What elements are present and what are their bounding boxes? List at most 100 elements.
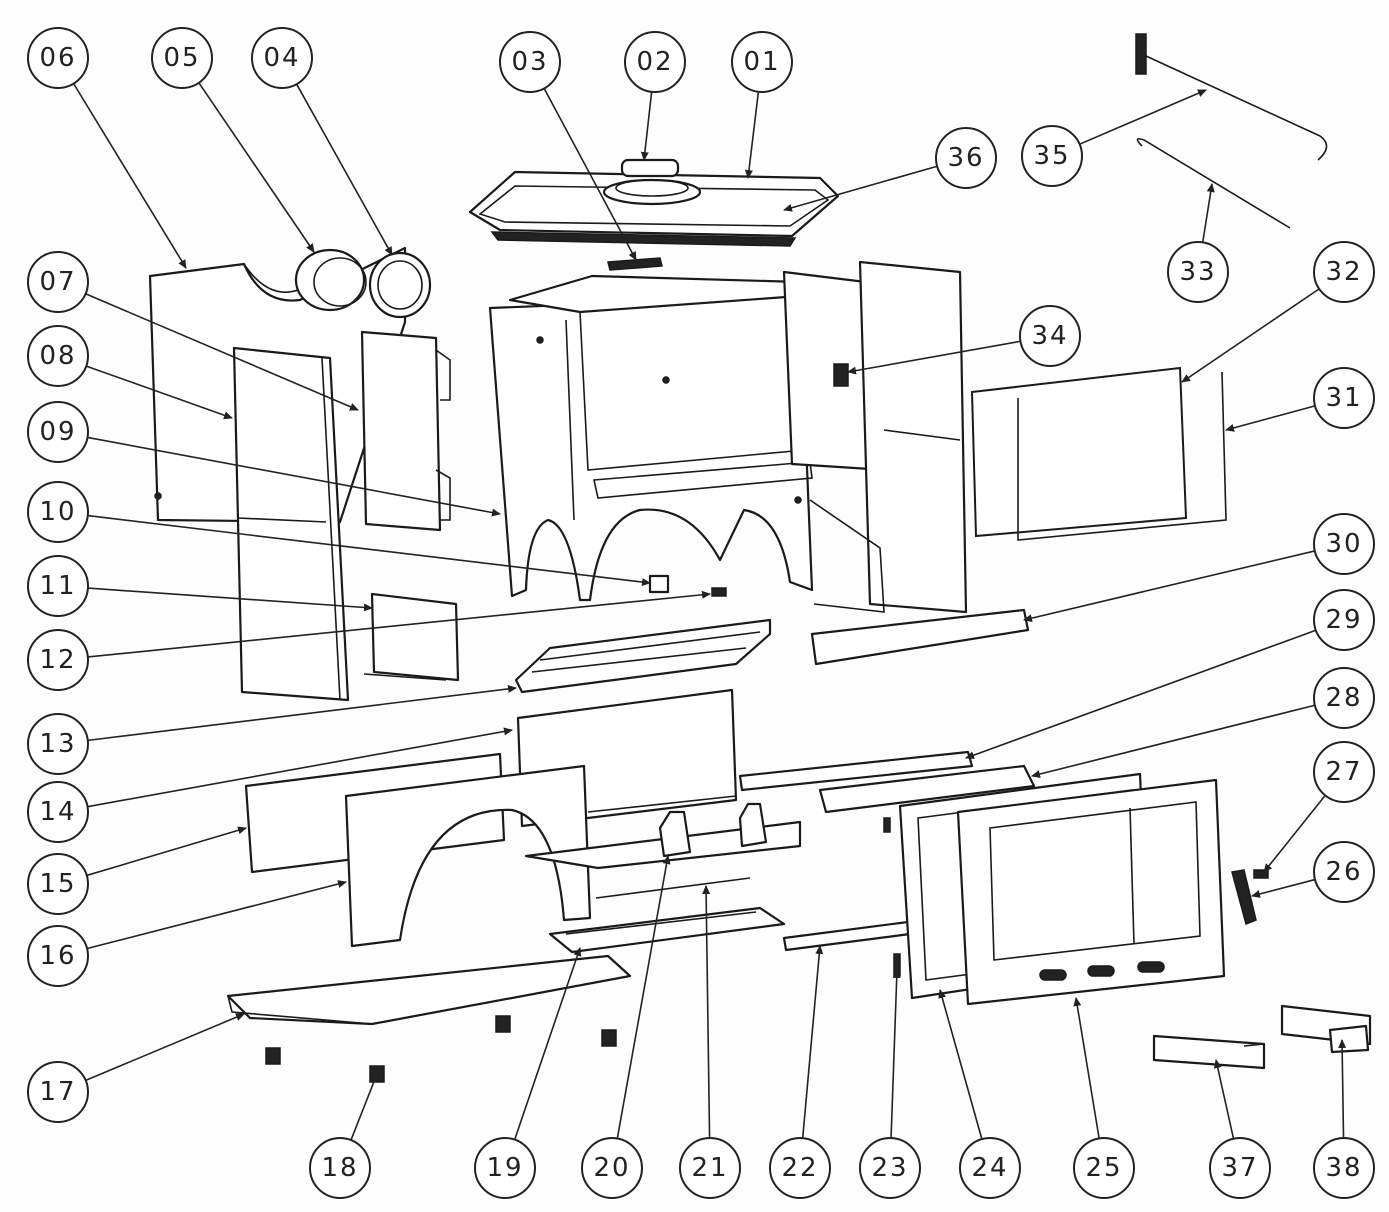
callout-circle [27, 925, 89, 987]
leader-line-04 [295, 83, 393, 256]
leader-line-01 [744, 91, 760, 179]
callout-22: 22 [769, 1137, 831, 1199]
callout-circle [1167, 241, 1229, 303]
leader-line-25 [1073, 997, 1100, 1139]
callout-32: 32 [1313, 241, 1375, 303]
callout-label: 26 [1325, 857, 1362, 887]
callout-label: 11 [39, 571, 76, 601]
part-02-flue-collar [602, 158, 702, 206]
leader-line-28 [1031, 704, 1316, 778]
leader-line-13 [87, 685, 517, 742]
callout-label: 01 [743, 47, 780, 77]
callout-label: 12 [39, 645, 76, 675]
leader-line-10 [87, 514, 651, 587]
part-23-pin-upper [883, 817, 891, 833]
callout-circle [1313, 741, 1375, 803]
callout-label: 09 [39, 417, 76, 447]
callout-circle [27, 853, 89, 915]
stove-parts [148, 33, 1372, 1083]
callout-29: 29 [1313, 589, 1375, 651]
callout-label: 21 [691, 1153, 728, 1183]
callout-label: 16 [39, 941, 76, 971]
callout-circle [1209, 1137, 1271, 1199]
callout-34: 34 [1019, 305, 1081, 367]
callout-12: 12 [27, 629, 89, 691]
callout-23: 23 [859, 1137, 921, 1199]
callout-label: 25 [1085, 1153, 1122, 1183]
leader-line-34 [847, 340, 1021, 375]
leader-line-24 [938, 989, 983, 1140]
callout-label: 08 [39, 341, 76, 371]
part-08-left-side-panel [232, 346, 350, 702]
leader-line-03 [543, 88, 637, 261]
callout-circle [27, 401, 89, 463]
leader-line-29 [965, 629, 1317, 760]
part-07-rear-heat-shield [360, 330, 451, 532]
callout-04: 04 [251, 27, 313, 89]
part-22-air-slide [782, 920, 912, 952]
callout-circle [27, 27, 89, 89]
leader-line-07 [85, 293, 359, 411]
callout-circle [859, 1137, 921, 1199]
part-37-rear-bracket [1152, 1034, 1266, 1070]
part-36-gasket [490, 231, 797, 247]
part-10-fixing-block [648, 574, 670, 594]
part-16-front-frame [344, 764, 592, 948]
callout-16: 16 [27, 925, 89, 987]
callout-label: 27 [1325, 757, 1362, 787]
leader-line-37 [1213, 1059, 1235, 1139]
callout-28: 28 [1313, 667, 1375, 729]
callout-label: 23 [871, 1153, 908, 1183]
callout-07: 07 [27, 251, 89, 313]
leader-line-18 [350, 1073, 378, 1141]
leader-line-22 [801, 945, 824, 1139]
leader-line-38 [1338, 1039, 1347, 1139]
callout-08: 08 [27, 325, 89, 387]
callout-circle [1313, 589, 1375, 651]
part-27-handle-spring [1253, 869, 1269, 879]
callout-label: 28 [1325, 683, 1362, 713]
part-04-flue-ring [368, 251, 432, 319]
part-33-door-tool [1136, 138, 1291, 229]
part-32-door-glass [970, 366, 1188, 538]
part-25-door [956, 778, 1226, 1006]
callout-label: 31 [1325, 383, 1362, 413]
leader-line-35 [1079, 89, 1207, 145]
callout-03: 03 [499, 31, 561, 93]
callout-label: 38 [1325, 1153, 1362, 1183]
leader-line-09 [87, 436, 501, 517]
callout-13: 13 [27, 713, 89, 775]
leader-line-17 [85, 1013, 245, 1082]
part-34-hinge-block [833, 363, 849, 387]
callout-06: 06 [27, 27, 89, 89]
callout-37: 37 [1209, 1137, 1271, 1199]
leader-line-32 [1181, 288, 1320, 383]
callout-label: 02 [636, 47, 673, 77]
callout-label: 18 [321, 1153, 358, 1183]
callout-circle [1313, 513, 1375, 575]
leader-line-26 [1251, 878, 1316, 898]
callout-label: 15 [39, 869, 76, 899]
callout-circle [27, 1061, 89, 1123]
callout-circle [679, 1137, 741, 1199]
callout-19: 19 [474, 1137, 536, 1199]
callout-label: 24 [971, 1153, 1008, 1183]
callout-20: 20 [581, 1137, 643, 1199]
callout-05: 05 [151, 27, 213, 89]
callout-circle [251, 27, 313, 89]
callout-circle [27, 251, 89, 313]
leader-line-12 [87, 590, 711, 658]
part-29-air-wash-rail [738, 750, 974, 792]
callout-label: 10 [39, 497, 76, 527]
callout-label: 07 [39, 267, 76, 297]
part-13-grate-rail [514, 618, 772, 694]
leader-line-05 [198, 82, 315, 253]
callout-label: 34 [1031, 321, 1068, 351]
part-38-rear-bracket [1280, 1004, 1372, 1054]
part-18-adjustable-feet [265, 1015, 617, 1083]
leader-line-02 [640, 91, 653, 161]
callout-circle [1313, 841, 1375, 903]
part-09-firebox-body [488, 274, 814, 602]
callout-26: 26 [1313, 841, 1375, 903]
callout-label: 22 [781, 1153, 818, 1183]
